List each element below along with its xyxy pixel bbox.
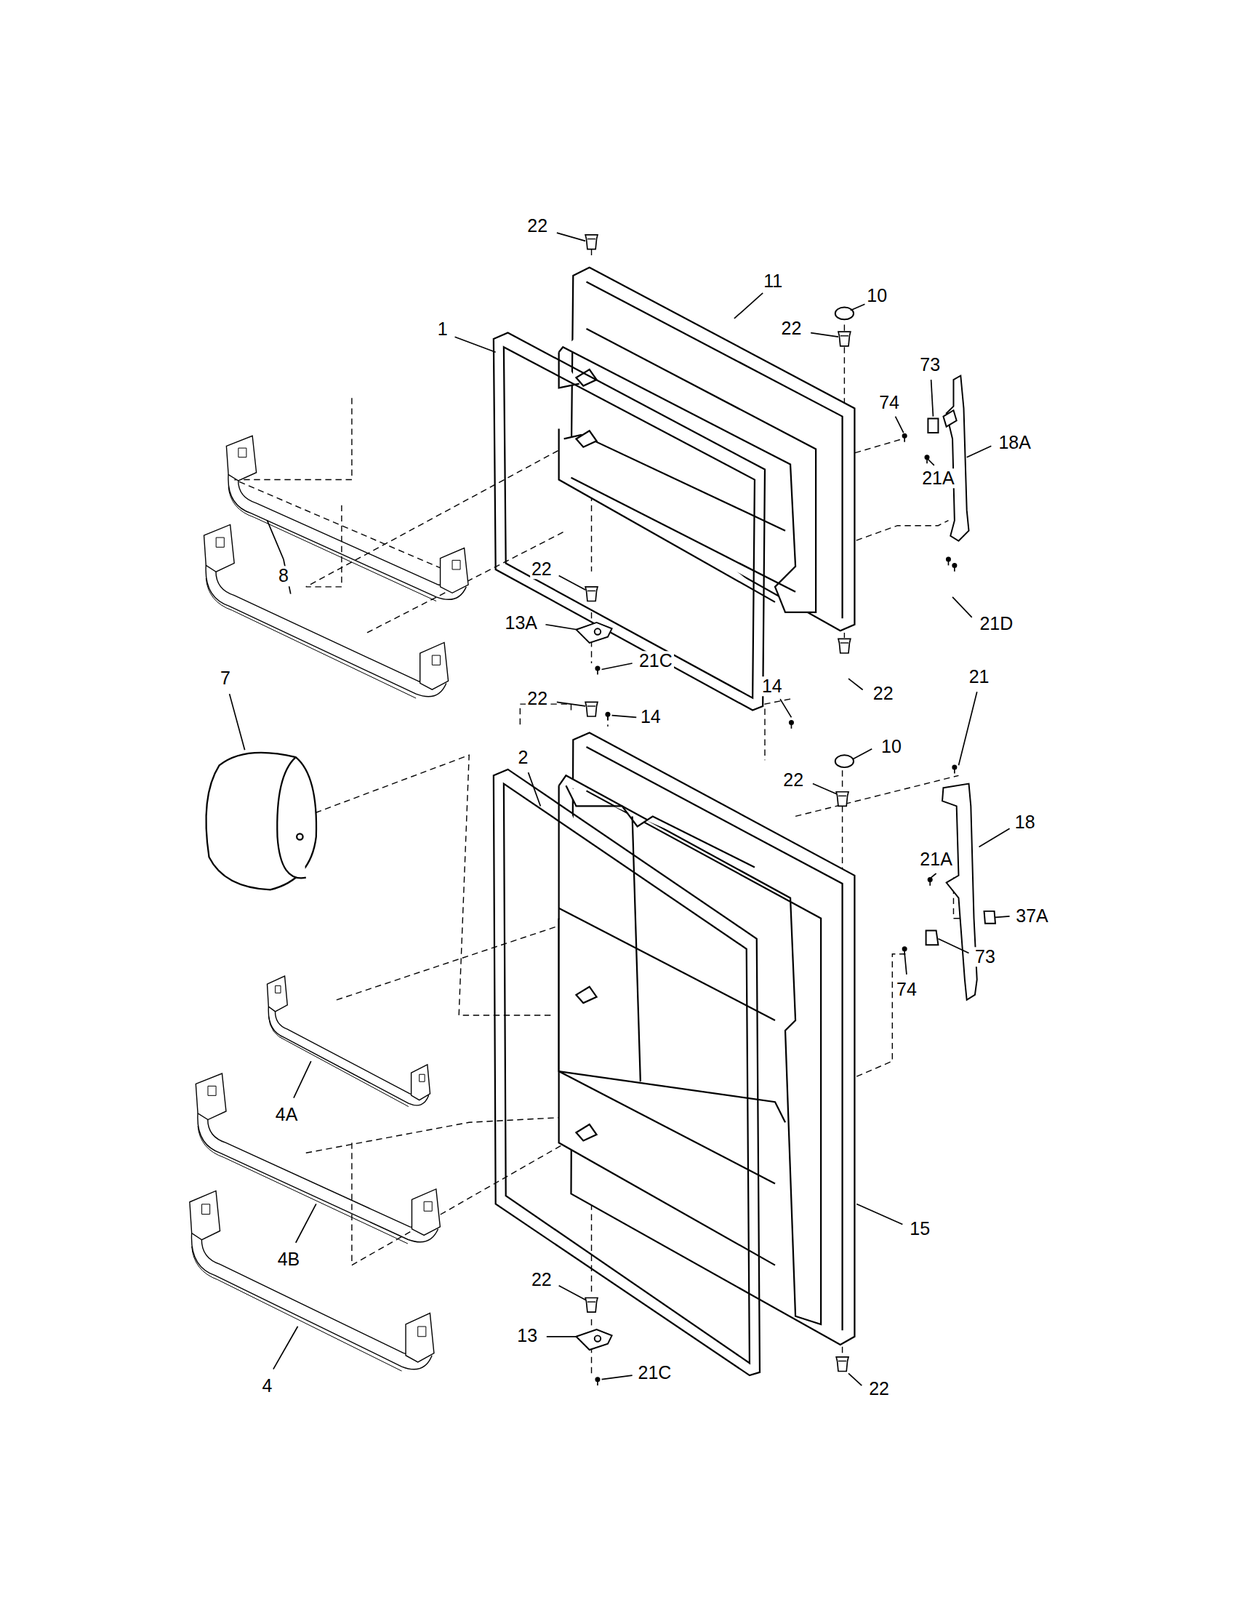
callout-number: 18A <box>996 432 1032 453</box>
callout-number: 4B <box>276 1249 302 1271</box>
callout-number: 21A <box>920 468 956 489</box>
callout-number: 21D <box>977 614 1015 635</box>
callout-number: 21A <box>918 849 954 871</box>
callout-number: 1 <box>436 319 450 340</box>
callout-number: 22 <box>525 216 549 238</box>
callout-number: 22 <box>530 559 554 580</box>
callout-number: 37A <box>1014 905 1050 927</box>
callout-number: 22 <box>867 1379 891 1400</box>
callout-number: 13 <box>515 1326 539 1347</box>
callout-number: 22 <box>871 683 896 704</box>
callout-number: 22 <box>525 688 549 709</box>
callout-number: 22 <box>530 1270 554 1291</box>
callout-number: 14 <box>760 676 784 697</box>
callout-number: 2 <box>516 747 531 768</box>
callout-number: 73 <box>918 354 942 376</box>
callout-number: 21C <box>637 650 674 672</box>
callout-number: 8 <box>277 566 291 587</box>
callout-number: 4A <box>274 1104 300 1125</box>
callout-number: 11 <box>761 271 784 292</box>
callout-number: 18 <box>1013 812 1037 833</box>
callout-number: 73 <box>973 946 997 967</box>
callout-number: 14 <box>639 706 663 728</box>
callout-number: 22 <box>781 769 805 791</box>
callout-number: 10 <box>865 285 889 307</box>
callout-number: 10 <box>879 736 904 757</box>
callout-number: 74 <box>895 979 919 1000</box>
callout-number: 15 <box>908 1218 932 1239</box>
callout-number: 21C <box>636 1362 674 1383</box>
callout-number: 74 <box>877 392 901 413</box>
callout-number: 4 <box>261 1375 275 1396</box>
callout-number: 21 <box>967 667 991 688</box>
callout-number: 7 <box>218 668 232 689</box>
callout-number: 22 <box>780 318 804 339</box>
callout-number: 13A <box>503 612 539 634</box>
